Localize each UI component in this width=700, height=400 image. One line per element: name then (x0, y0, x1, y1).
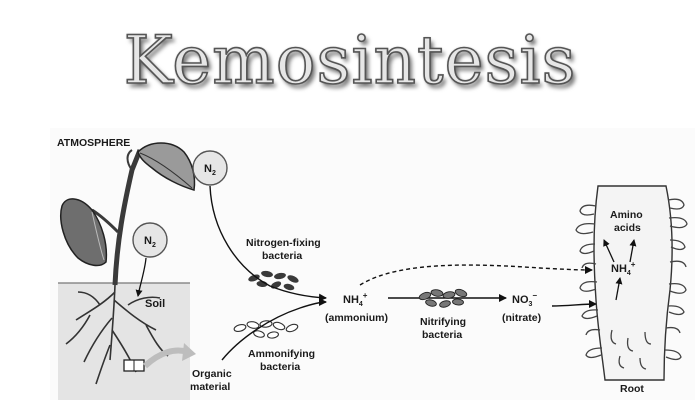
nitrifying-bacteria-icon (418, 288, 468, 308)
organic-feed-arrowhead (182, 343, 196, 361)
plant-icon (60, 142, 196, 286)
amino-acids-label: Amino acids (610, 209, 646, 234)
nitrate-formula: NO3− (512, 291, 537, 308)
fixation-arrow (209, 185, 327, 302)
page-title: Kemosintesis (123, 21, 577, 100)
root-ammonium-formula: NH4+ (611, 260, 636, 277)
nitrifying-label: Nitrifying bacteria (420, 316, 469, 341)
root-cross-section-icon (575, 185, 688, 381)
root-internal-arrow-3 (615, 277, 623, 301)
ammonification-arrow (221, 298, 327, 361)
root-internal-arrow-1 (603, 239, 615, 263)
n2-circle-lower: N2 (132, 222, 168, 258)
root-internal-arrow-2 (629, 239, 637, 263)
n2-circle-upper: N2 (192, 150, 228, 186)
nitrate-label: (nitrate) (502, 312, 541, 324)
soil-label: Soil (145, 298, 165, 310)
root-label: Root (620, 383, 644, 395)
atmosphere-label: ATMOSPHERE (57, 137, 130, 149)
nitrate-uptake-arrow (551, 300, 597, 309)
soil-ground (58, 283, 190, 400)
svg-text:N2: N2 (144, 235, 156, 249)
nitrogen-fixing-label: Nitrogen-fixing bacteria (246, 237, 324, 262)
ammonium-formula: NH4+ (343, 291, 368, 308)
ammonium-label: (ammonium) (325, 312, 388, 324)
ammonifying-label: Ammonifying bacteria (248, 348, 318, 373)
organic-material-label: Organic material (190, 368, 235, 393)
ammonifying-bacteria-icon (233, 320, 299, 339)
nitrogen-fixing-bacteria-icon (248, 270, 299, 291)
ammonium-uptake-dashed-arrow (359, 264, 593, 286)
soil-arrow (135, 257, 147, 297)
svg-text:N2: N2 (204, 163, 216, 177)
